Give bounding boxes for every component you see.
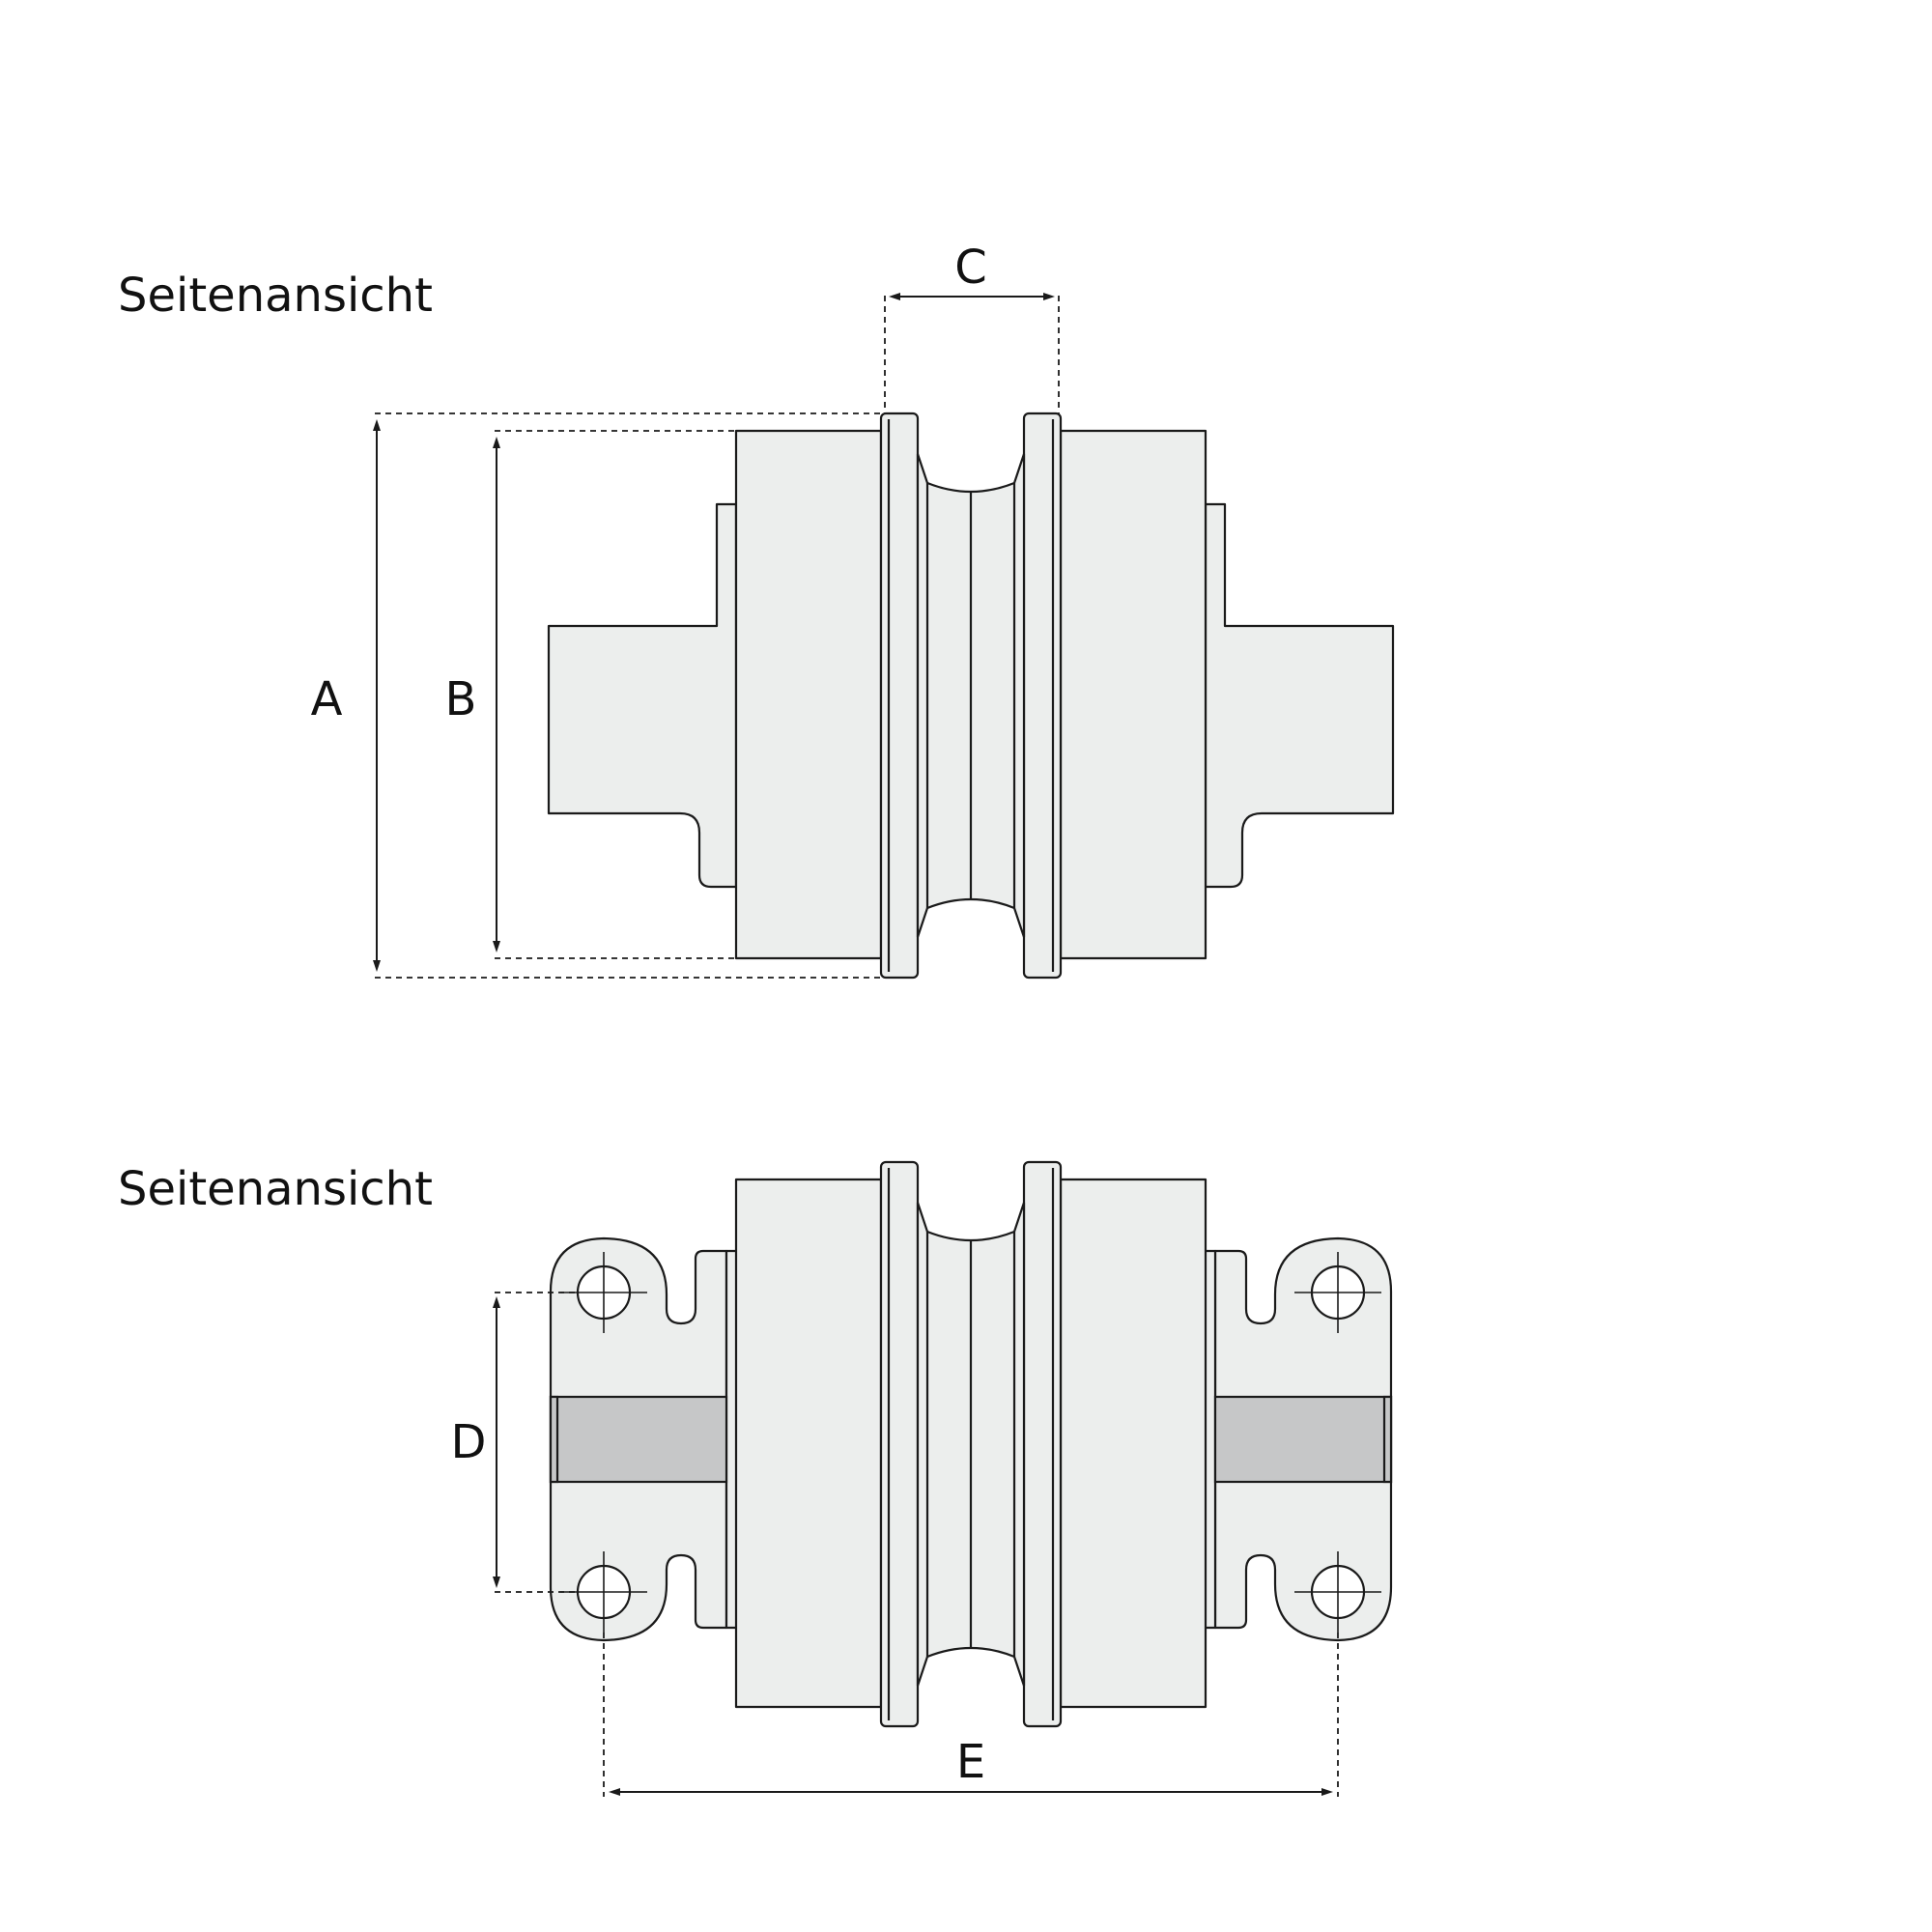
bottom-left-hub [734, 1178, 883, 1709]
top-right-mount-flange [1204, 502, 1395, 889]
bottom-hole-top-right [1294, 1252, 1381, 1333]
top-left-hub [734, 429, 883, 960]
top-view-title: Seitenansicht [118, 269, 433, 323]
dimension-label-a: A [311, 672, 343, 726]
top-right-hub [1059, 429, 1208, 960]
bottom-view-title: Seitenansicht [118, 1162, 433, 1216]
dimension-label-e: E [956, 1735, 985, 1789]
bottom-right-shaft [1213, 1395, 1393, 1484]
bottom-left-shaft [549, 1395, 728, 1484]
top-view: Seitenansicht C A [118, 241, 1395, 980]
top-left-mount-flange [547, 502, 738, 889]
bottom-right-rim [1022, 1160, 1063, 1728]
bottom-hole-bottom-right [1294, 1551, 1381, 1633]
dimension-label-d: D [451, 1415, 487, 1469]
bottom-left-rim [879, 1160, 920, 1728]
top-left-rim [879, 412, 920, 980]
top-right-rim [1022, 412, 1063, 980]
bottom-right-hub [1059, 1178, 1208, 1709]
bottom-view: Seitenansicht [118, 1160, 1393, 1797]
dimension-label-c: C [954, 241, 987, 295]
dimension-label-b: B [445, 672, 477, 726]
